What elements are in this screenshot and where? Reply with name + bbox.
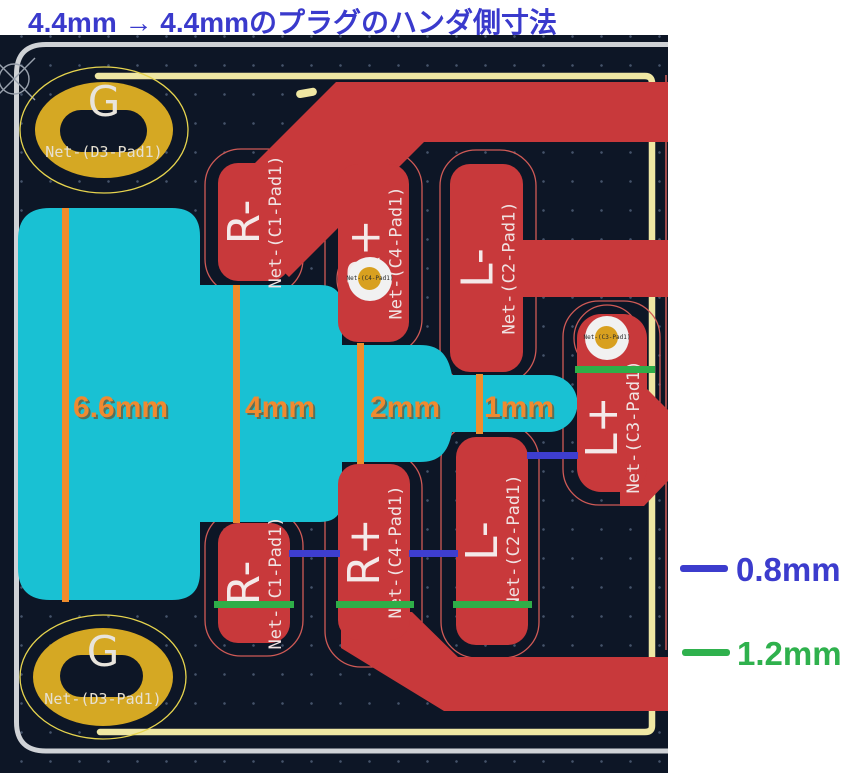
pad-label: R+ xyxy=(339,518,390,586)
pad-net-label: Net-(C4-Pad1) xyxy=(386,485,406,619)
via-r-plus-hole xyxy=(358,267,381,290)
pad-r-minus-top[interactable]: R- Net-(C1-Pad1) xyxy=(218,155,290,289)
silkscreen-dash xyxy=(296,87,317,99)
pad-label: R- xyxy=(219,560,270,606)
pad-l-minus-top[interactable]: L- Net-(C2-Pad1) xyxy=(450,164,523,372)
pad-net-label: Net-(D3-Pad1) xyxy=(45,143,163,161)
pad-r-plus-top[interactable]: R+ Net-(C4-Pad1) xyxy=(338,164,409,342)
anchor-crosshair-icon xyxy=(0,57,36,101)
page-title: 4.4mm → 4.4mmのプラグのハンダ側寸法 xyxy=(28,7,557,38)
pad-net-label: Net-(C3-Pad1) xyxy=(624,360,644,494)
dimension-label-4mm: 4mm xyxy=(245,391,316,424)
width-marker-green xyxy=(575,366,655,373)
gap-marker-blue xyxy=(289,550,340,557)
pad-label: L- xyxy=(451,248,503,288)
pad-label: G xyxy=(87,77,121,126)
pad-ground-top-slot xyxy=(60,110,147,152)
pad-net-label: Net-(C1-Pad1) xyxy=(266,155,286,289)
pad-label: L+ xyxy=(577,396,628,458)
pad-r-plus-bottom[interactable]: R+ Net-(C4-Pad1) xyxy=(338,464,410,640)
dimension-label-1mm: 1mm xyxy=(484,391,555,424)
dimension-label-6_6mm: 6.6mm xyxy=(73,391,169,424)
pad-net-label: Net-(C2-Pad1) xyxy=(498,201,519,335)
pad-net-label: Net-(C4-Pad1) xyxy=(385,186,406,320)
width-marker-green xyxy=(453,601,532,608)
pad-l-minus-bottom[interactable]: L- Net-(C2-Pad1) xyxy=(456,437,528,645)
pad-net-label: Net-(C2-Pad1) xyxy=(504,474,524,608)
dimension-line-2mm xyxy=(357,343,364,466)
dimension-lines xyxy=(62,208,483,602)
dimension-line-4mm xyxy=(233,285,240,523)
pad-label: G xyxy=(86,627,120,676)
pcb-canvas[interactable]: R- Net-(C1-Pad1) R+ Net-(C4-Pad1) L- Net… xyxy=(0,35,668,773)
pad-label: L- xyxy=(457,521,508,561)
dimension-line-6_6mm xyxy=(62,208,69,602)
dimension-label-2mm: 2mm xyxy=(370,391,441,424)
pad-net-label: Net-(C1-Pad1) xyxy=(266,516,286,650)
via-net-label: Net-(C3-Pad1) xyxy=(583,334,631,341)
board-edge-outline xyxy=(14,42,668,754)
legend-label-1-2mm: 1.2mm xyxy=(737,635,842,672)
gap-marker-blue xyxy=(409,550,458,557)
ground-pad-courtyards xyxy=(19,66,189,740)
copper-traces[interactable] xyxy=(231,82,668,711)
via-l-plus-hole xyxy=(595,326,618,349)
trace-top xyxy=(231,82,668,277)
legend-swatch-green xyxy=(682,649,730,656)
trace-bottom xyxy=(341,612,668,711)
dimension-line-1mm xyxy=(476,374,483,434)
legend-label-0-8mm: 0.8mm xyxy=(736,551,841,588)
trace-l-minus xyxy=(520,240,668,297)
pad-net-label: Net-(D3-Pad1) xyxy=(44,690,162,708)
via-net-label: Net-(C4-Pad1) xyxy=(346,275,394,282)
width-marker-green xyxy=(214,601,294,608)
gap-marker-blue xyxy=(527,452,578,459)
pad-ground-bottom-slot xyxy=(60,655,143,697)
pad-label: R- xyxy=(219,199,270,245)
plug-profile-shape[interactable] xyxy=(18,208,578,600)
width-marker-green xyxy=(336,601,414,608)
pad-r-minus-bottom[interactable]: R- Net-(C1-Pad1) xyxy=(218,516,290,650)
legend-swatch-blue xyxy=(680,565,728,572)
